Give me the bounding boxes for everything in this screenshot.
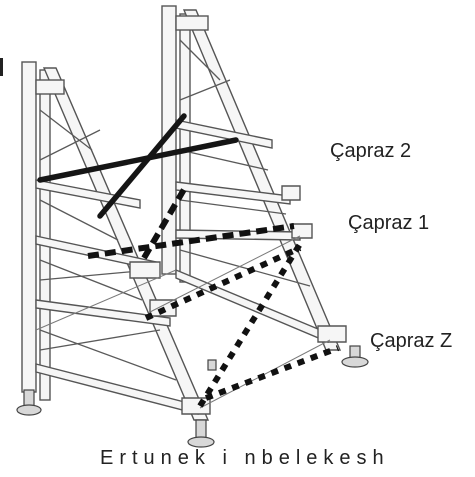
brace-capraz-z <box>144 242 340 408</box>
brace-capraz-2 <box>37 113 239 219</box>
caption: Ertunek i nbelekesh <box>100 447 390 469</box>
left-a-frame <box>21 61 211 421</box>
brace-capraz-1 <box>87 184 295 260</box>
label-capraz-2: Çapraz 2 <box>330 140 412 162</box>
base-members <box>35 235 331 409</box>
label-capraz-z: Çapraz Z <box>370 330 453 352</box>
label-capraz-1: Çapraz 1 <box>348 212 430 234</box>
feet <box>16 345 369 448</box>
edge-mark <box>0 58 3 76</box>
